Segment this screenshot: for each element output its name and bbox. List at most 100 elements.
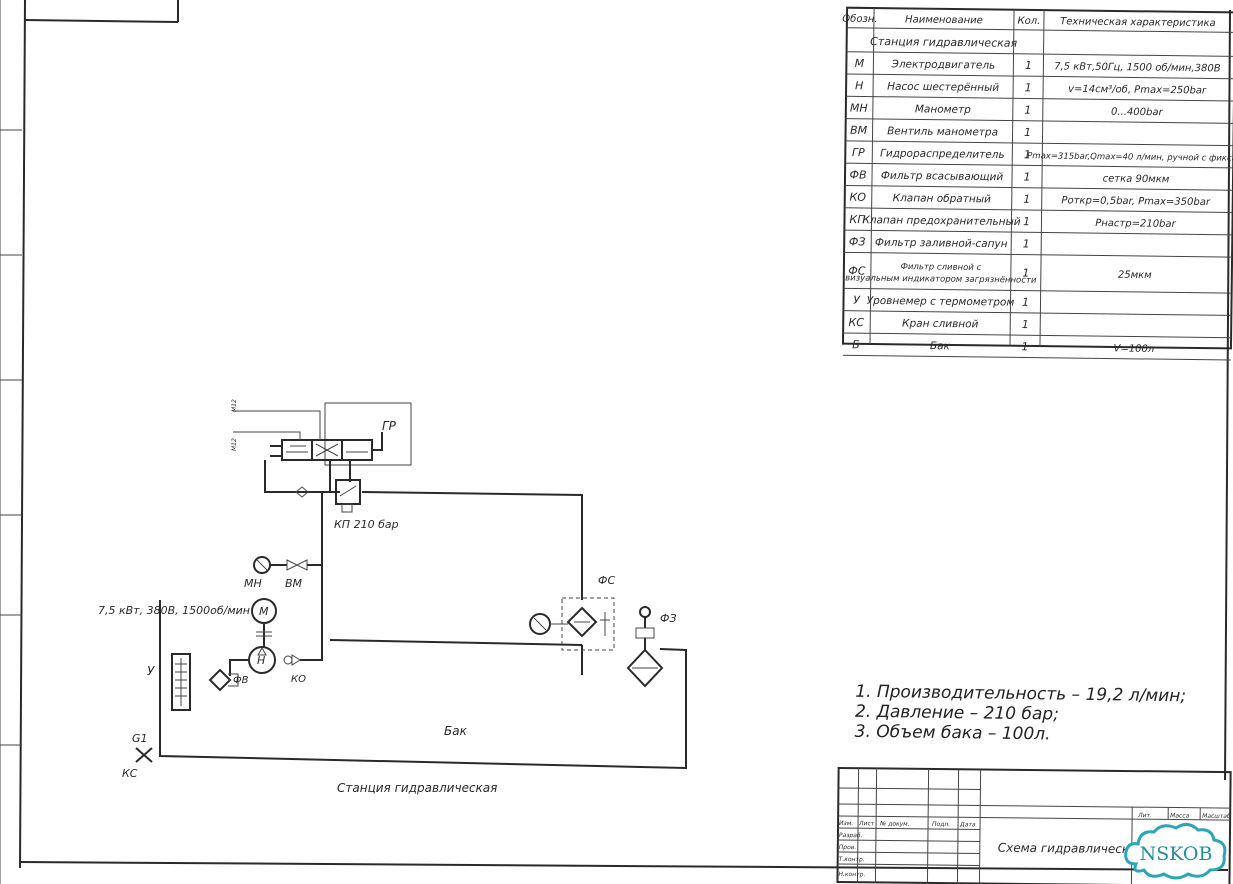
drawing-name: Схема гидравлическая [998, 841, 1144, 857]
table-cell-code: ВМ [850, 124, 868, 137]
table-cell-spec: 0...400bar [1111, 107, 1164, 119]
label-vm: ВМ [285, 577, 303, 590]
table-row-line [844, 207, 1233, 214]
table-row-line [844, 229, 1233, 236]
table-header-cell: Техническая характеристика [1060, 16, 1216, 29]
parts-table [841, 6, 1233, 361]
table-row-line [842, 354, 1231, 361]
label-g1: G1 [132, 732, 148, 745]
svg-text:Масштаб: Масштаб [1202, 813, 1231, 820]
label-ko: КО [291, 674, 306, 685]
table-cell-name: Клапан предохранительный [862, 214, 1021, 228]
parts-table-text: Обозн. Наименование Кол. Техническая характ… [842, 13, 1233, 355]
relief-valve-icon [295, 479, 361, 513]
pressure-gauge-icon [253, 556, 271, 574]
table-cell-code: ГР [852, 146, 865, 159]
table-cell-qty: 1 [1024, 126, 1031, 139]
directional-valve-icon [270, 432, 383, 461]
label-fs: ФС [598, 574, 615, 587]
svg-text:№ докум.: № докум. [879, 820, 910, 827]
watermark-text: NSKOB [1140, 843, 1213, 865]
table-cell-code: ФВ [849, 168, 866, 181]
table-cell-spec: Pоткр=0,5bar, Pmax=350bar [1061, 195, 1211, 208]
title-block: Изм. Лист № докум. Подп. Дата Разраб. Пр… [836, 766, 1232, 884]
table-cell-code: МН [850, 101, 868, 114]
return-filter-icon [529, 597, 615, 651]
label-port-b: M12 [231, 438, 238, 451]
table-cell-qty: 1 [1023, 215, 1030, 228]
svg-text:Лист: Лист [858, 820, 875, 827]
tank-outline [159, 600, 687, 770]
check-valve-icon [283, 654, 301, 666]
table-cell-name: Уровнемер с термометром [867, 295, 1015, 309]
label-tank: Бак [444, 724, 468, 738]
table-header-cell: Кол. [1017, 16, 1040, 27]
table-cell-qty: 1 [1022, 296, 1029, 309]
table-cell-code: ФС [848, 264, 866, 277]
table-header-cell: Обозн. [842, 13, 877, 25]
svg-text:Изм.: Изм. [839, 820, 853, 827]
table-cell-spec: сетка 90мкм [1103, 173, 1170, 185]
table-row-line [846, 51, 1233, 57]
table-cell-name: Вентиль манометра [887, 125, 998, 138]
table-cell-qty: 1 [1022, 267, 1029, 280]
table-cell-code: ФЗ [849, 235, 866, 248]
table-cell-qty: 1 [1022, 318, 1029, 331]
label-fz: ФЗ [660, 612, 677, 625]
label-fv: ФВ [233, 675, 249, 686]
valve-enclosure [324, 402, 412, 466]
table-cell-code: У [853, 294, 861, 307]
table-cell-name: визуальным индикатором загрязнённости [845, 273, 1037, 285]
table-cell-qty: 1 [1021, 340, 1028, 353]
table-cell-qty: 1 [1025, 59, 1032, 72]
label-port-a: M12 [231, 399, 238, 412]
table-row-line [843, 287, 1232, 294]
label-u: У [147, 664, 155, 678]
table-cell-spec: Pmax=315bar,Qmax=40 л/мин, ручной с фикс… [1027, 151, 1233, 164]
level-gauge-icon [171, 653, 191, 711]
table-row-line [845, 118, 1233, 124]
label-kp: КП 210 бар [334, 518, 399, 531]
table-cell-name: Насос шестерённый [887, 81, 999, 94]
table-header-cell: Наименование [905, 14, 983, 26]
hydraulic-schematic [135, 402, 687, 770]
svg-text:Масса: Масса [1170, 812, 1190, 819]
table-cell-name: Бак [930, 340, 951, 352]
table-row-line [846, 27, 1233, 33]
svg-text:Лит.: Лит. [1137, 812, 1152, 819]
svg-text:Подп.: Подп. [932, 821, 950, 828]
table-cell-spec: 7,5 кВт,50Гц, 1500 об/мин,380В [1054, 60, 1221, 74]
schematic-labels: ГР КП 210 бар МН ВМ 7,5 кВт, 380В, 1500о… [98, 399, 677, 795]
table-row-line [843, 332, 1232, 339]
table-row-line [844, 251, 1233, 258]
table-cell-qty: 1 [1024, 148, 1031, 161]
table-cell-code: КС [848, 316, 864, 329]
table-cell-qty: 1 [1024, 104, 1031, 117]
table-cell-code: М [855, 57, 865, 70]
motor-icon [251, 598, 277, 648]
table-cell-code: КО [849, 191, 866, 204]
table-cell-name: Кран сливной [902, 318, 979, 331]
label-ks: КС [122, 767, 138, 780]
label-mn: МН [244, 577, 262, 590]
technical-notes: 1. Производительность – 19,2 л/мин; 2. Д… [855, 682, 1187, 747]
drain-valve-icon [135, 747, 153, 763]
table-cell-spec: Pнастр=210bar [1095, 218, 1176, 230]
breather-filter-icon [626, 606, 664, 688]
table-cell-name: Гидрораспределитель [880, 147, 1005, 161]
table-row-line [845, 140, 1233, 147]
table-cell-name: Клапан обратный [893, 192, 992, 205]
table-cell-code: Н [855, 79, 863, 92]
table-row-line [845, 162, 1233, 169]
table-row-line [846, 95, 1233, 102]
suction-filter-icon [208, 668, 239, 692]
pump-icon [229, 646, 276, 676]
svg-text:Пров.: Пров. [839, 844, 857, 851]
table-group-title: Станция гидравлическая [870, 35, 1018, 50]
table-cell-name: Фильтр заливной-сапун [875, 237, 1008, 251]
svg-text:Разраб.: Разраб. [839, 832, 863, 839]
table-cell-code: КП [849, 213, 865, 226]
table-row-line [844, 184, 1233, 191]
